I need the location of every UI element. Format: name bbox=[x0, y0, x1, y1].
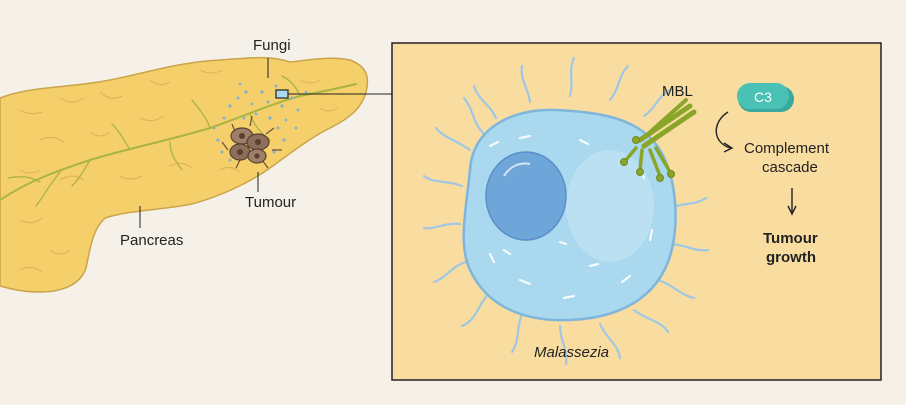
tumour-growth-label-line1: Tumour bbox=[763, 230, 818, 247]
cell-nucleus bbox=[486, 152, 566, 240]
tumour-label: Tumour bbox=[245, 194, 296, 211]
malassezia-label: Malassezia bbox=[534, 344, 609, 361]
c3-pill-icon: C3 bbox=[737, 83, 794, 112]
pancreas-organ bbox=[0, 58, 367, 292]
pancreas-label: Pancreas bbox=[120, 232, 183, 249]
fungi-label: Fungi bbox=[253, 37, 291, 54]
tumour-growth-label-line2: growth bbox=[766, 249, 816, 266]
mbl-label: MBL bbox=[662, 83, 693, 100]
c3-label: C3 bbox=[754, 89, 772, 105]
complement-label-line1: Complement bbox=[744, 140, 830, 157]
yeast-cell-icon bbox=[464, 110, 676, 320]
complement-label-line2: cascade bbox=[762, 159, 818, 176]
zoom-box bbox=[276, 90, 288, 98]
